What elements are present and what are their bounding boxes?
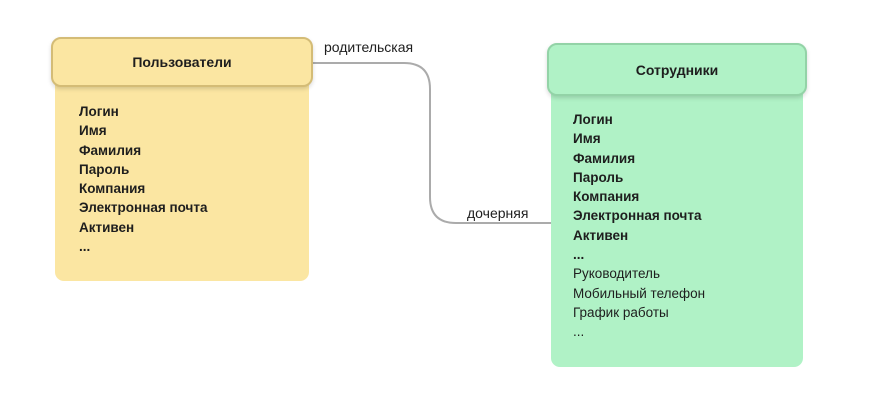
- connector-path: [313, 62, 551, 224]
- field-item: График работы: [573, 304, 669, 320]
- field-item: Имя: [79, 123, 107, 139]
- field-item: Имя: [573, 131, 601, 147]
- field-item: Логин: [79, 104, 119, 119]
- field-item: ...: [573, 324, 585, 340]
- entity-users-header[interactable]: Пользователи: [51, 37, 313, 87]
- field-item: Фамилия: [573, 150, 636, 166]
- field-item: ...: [573, 247, 585, 263]
- field-item: Пароль: [573, 169, 624, 185]
- entity-users-title: Пользователи: [132, 54, 232, 70]
- field-item: Пароль: [79, 161, 130, 177]
- field-item: Фамилия: [79, 142, 142, 158]
- field-item: Компания: [573, 189, 640, 205]
- entity-employees-title: Сотрудники: [635, 61, 719, 78]
- field-item: Активен: [573, 227, 629, 243]
- field-item: Активен: [79, 219, 135, 235]
- field-item: Электронная почта: [79, 200, 208, 216]
- field-item: Логин: [573, 112, 613, 127]
- relationship-label-child: дочерняя: [467, 205, 529, 221]
- field-item: Компания: [79, 181, 146, 197]
- field-item: ...: [79, 239, 91, 255]
- relationship-label-parent: родительская: [324, 39, 414, 55]
- field-item: Руководитель: [573, 266, 660, 282]
- field-item: Электронная почта: [573, 208, 702, 224]
- field-item: Мобильный телефон: [573, 285, 706, 301]
- entity-employees-header[interactable]: Сотрудники: [547, 43, 807, 96]
